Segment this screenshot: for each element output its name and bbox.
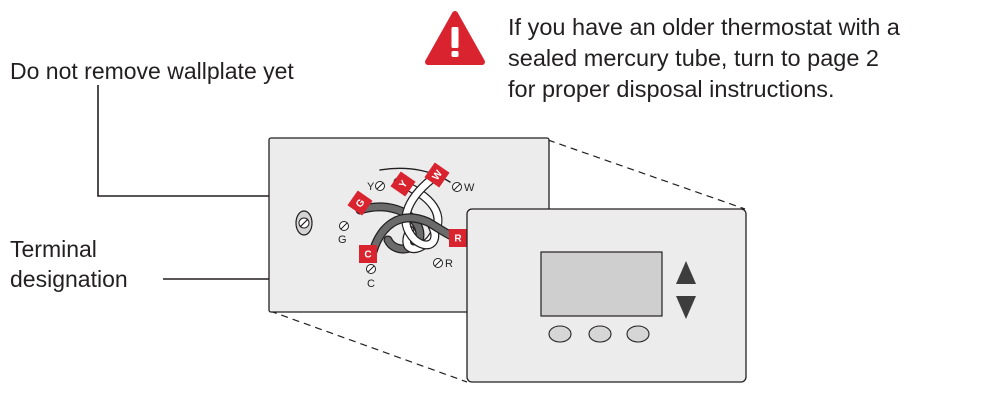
wire-tag-r: R	[449, 229, 467, 247]
terminal-callout-line-2: designation	[10, 266, 128, 292]
terminal-screw-g	[339, 221, 349, 231]
terminal-callout: Terminal designation	[10, 234, 128, 294]
terminal-screws	[339, 181, 462, 274]
svg-text:C: C	[364, 250, 371, 261]
terminal-label-c: C	[367, 278, 375, 290]
wallplate-leader-line	[97, 85, 291, 197]
terminal-screw-w	[452, 182, 462, 192]
terminal-label-w: W	[464, 182, 475, 194]
warning-line-2: sealed mercury tube, turn to page 2	[508, 45, 879, 71]
wire-tag-g: G	[347, 190, 373, 216]
terminal-label-r: R	[445, 258, 453, 270]
terminal-screw-r	[433, 258, 443, 268]
wire-tag-c: C	[359, 245, 377, 263]
thermostat-button-middle[interactable]	[588, 325, 612, 343]
mounting-screw-icon	[295, 210, 313, 236]
wire-tag-y: Y	[390, 171, 416, 197]
terminal-screw-y	[375, 181, 385, 191]
warning-line-1: If you have an older thermostat with a	[508, 14, 900, 40]
terminal-screw-c	[366, 264, 376, 274]
warning-text: If you have an older thermostat with a s…	[508, 12, 900, 105]
svg-text:R: R	[454, 234, 462, 245]
terminal-callout-line-1: Terminal	[10, 236, 97, 262]
wallplate-callout: Do not remove wallplate yet	[10, 58, 294, 84]
arrow-down-icon[interactable]	[676, 296, 696, 319]
thermostat-display	[540, 251, 663, 317]
thermostat-button-left[interactable]	[548, 325, 572, 343]
warning-triangle-icon	[425, 11, 485, 65]
thermostat-button-right[interactable]	[626, 325, 650, 343]
terminal-label-g: G	[338, 234, 347, 246]
wire-tag-w: W	[424, 162, 450, 188]
warning-line-3: for proper disposal instructions.	[508, 76, 835, 102]
arrow-up-icon[interactable]	[676, 261, 696, 284]
terminal-label-y: Y	[367, 181, 375, 193]
